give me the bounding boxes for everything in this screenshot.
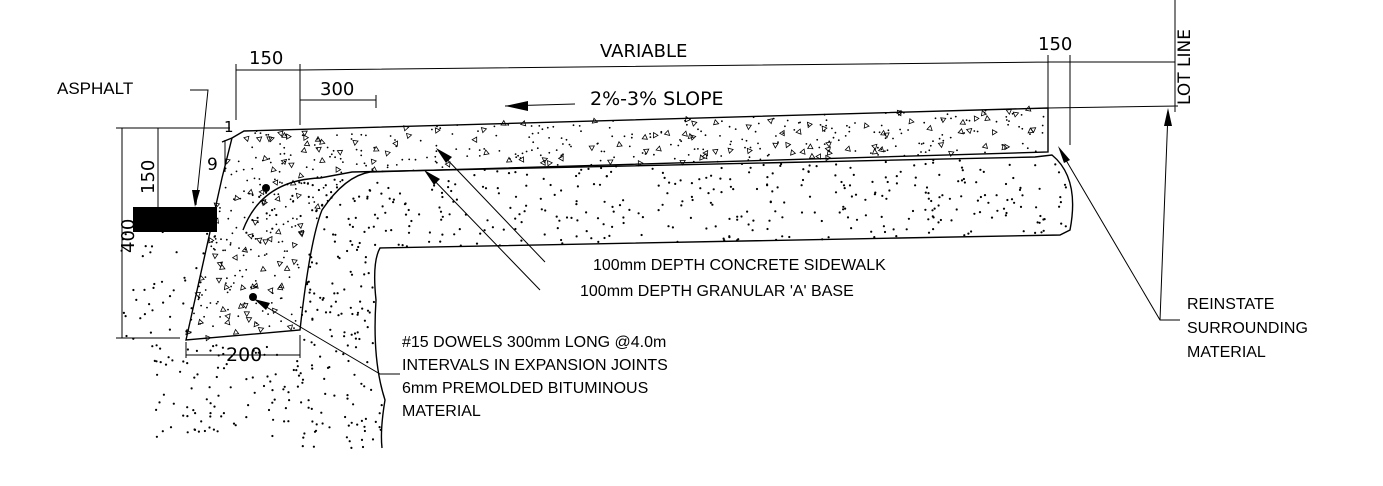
dowel-dot-lower xyxy=(249,293,257,301)
dowel-line-4: MATERIAL xyxy=(402,403,481,420)
dim-variable-line xyxy=(299,55,1049,108)
concrete-leader xyxy=(439,151,546,263)
dim-400-text: 400 xyxy=(118,219,139,253)
granular-label: 100mm DEPTH GRANULAR 'A' BASE xyxy=(580,283,854,300)
granular-base-outline xyxy=(242,154,1074,449)
dim-300-line xyxy=(300,95,377,108)
asphalt-leader-arrow xyxy=(192,190,200,207)
concrete-fill xyxy=(185,105,1045,342)
reinstate-line-2: SURROUNDING xyxy=(1187,320,1308,337)
reinstate-line-3: MATERIAL xyxy=(1187,344,1266,361)
native-soil xyxy=(120,230,301,438)
granular-leader-arrow xyxy=(424,170,440,185)
dim-400-line xyxy=(116,127,230,339)
dim-150-right-text: 150 xyxy=(1038,34,1072,55)
concrete-label: 100mm DEPTH CONCRETE SIDEWALK xyxy=(593,257,886,274)
asphalt-leader xyxy=(190,89,209,206)
slope-arrow-head xyxy=(505,101,528,111)
dim-variable-text: VARIABLE xyxy=(600,41,687,62)
dim-150-height-text: 150 xyxy=(138,160,159,194)
slope-text: 2%-3% SLOPE xyxy=(590,88,724,110)
dowel-leader xyxy=(257,301,400,375)
lot-line xyxy=(1047,0,1179,112)
concrete-leader-arrow xyxy=(436,148,452,163)
dowel-line-2: INTERVALS IN EXPANSION JOINTS xyxy=(402,357,668,374)
dowel-leader-arrow xyxy=(254,299,270,310)
dim-150-right-line xyxy=(1048,55,1175,145)
granular-leader xyxy=(427,173,541,291)
asphalt-label: ASPHALT xyxy=(57,79,133,98)
dowel-dot-upper xyxy=(262,184,270,192)
dim-200-line xyxy=(185,335,301,358)
dim-1-text: 1 xyxy=(224,118,234,136)
dim-200-text: 200 xyxy=(226,344,262,366)
asphalt-layer xyxy=(133,207,217,232)
reinstate-arrow-1 xyxy=(1058,146,1070,163)
reinstate-line-1: REINSTATE xyxy=(1187,296,1274,313)
reinstate-arrow-2 xyxy=(1164,108,1172,126)
dim-9-text: 9 xyxy=(207,155,218,175)
dim-150-top-line xyxy=(235,64,301,125)
granular-base-fill xyxy=(245,158,1067,449)
dowel-line-1: #15 DOWELS 300mm LONG @4.0m xyxy=(402,334,666,351)
dim-300-text: 300 xyxy=(320,79,354,100)
curb-face-line xyxy=(221,137,233,143)
concrete-outline xyxy=(185,107,1049,341)
reinstate-leader xyxy=(1059,111,1180,321)
dowel-line-3: 6mm PREMOLDED BITUMINOUS xyxy=(402,380,648,397)
dim-150-top-text: 150 xyxy=(249,48,283,69)
lot-line-text: LOT LINE xyxy=(1175,29,1195,105)
